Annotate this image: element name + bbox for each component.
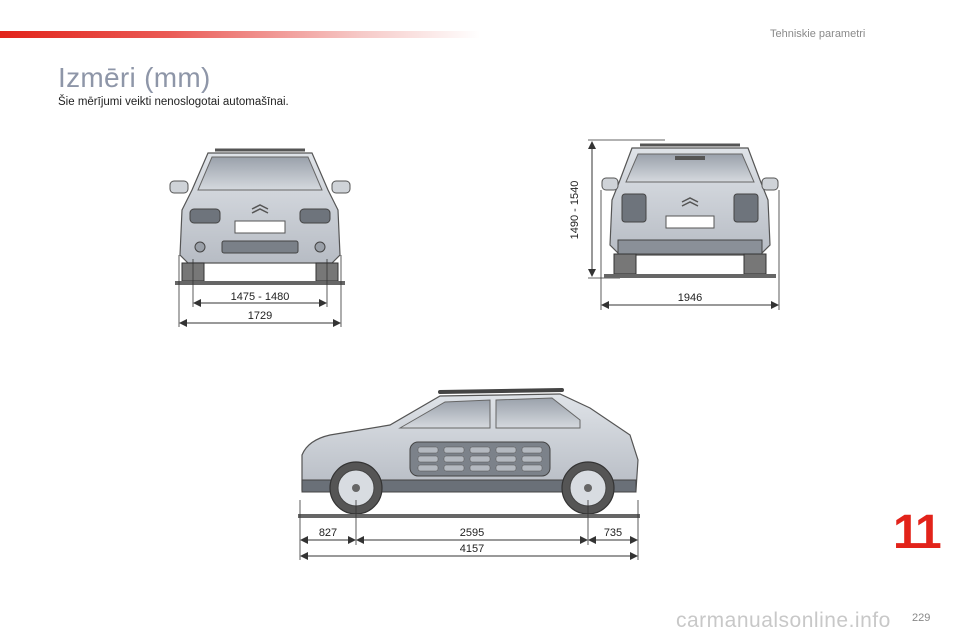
dim-overall-length: 4157: [460, 543, 484, 555]
dim-wheelbase: 2595: [460, 527, 484, 539]
section-title: Tehniskie parametri: [770, 28, 866, 40]
page-title: Izmēri (mm): [58, 62, 211, 93]
front-view-diagram: 1475 - 1480 1729: [169, 148, 351, 327]
watermark: carmanualsonline.info: [676, 609, 891, 632]
page-number: 229: [912, 612, 931, 624]
side-view-diagram: 827 2595 735 4157: [298, 388, 640, 560]
page-subtitle: Šie mērījumi veikti nenoslogotai automaš…: [58, 96, 289, 108]
dim-front-overhang: 827: [319, 527, 337, 539]
rear-view-diagram: 1490 - 1540 1946: [569, 139, 780, 310]
dim-rear-height: 1490 - 1540: [569, 181, 581, 240]
dim-front-track: 1475 - 1480: [231, 291, 290, 303]
dim-rear-overhang: 735: [604, 527, 622, 539]
chapter-number: 11: [893, 506, 942, 559]
header-accent-bar: [0, 31, 480, 38]
dim-rear-width: 1946: [678, 292, 702, 304]
dim-front-width: 1729: [248, 310, 272, 322]
